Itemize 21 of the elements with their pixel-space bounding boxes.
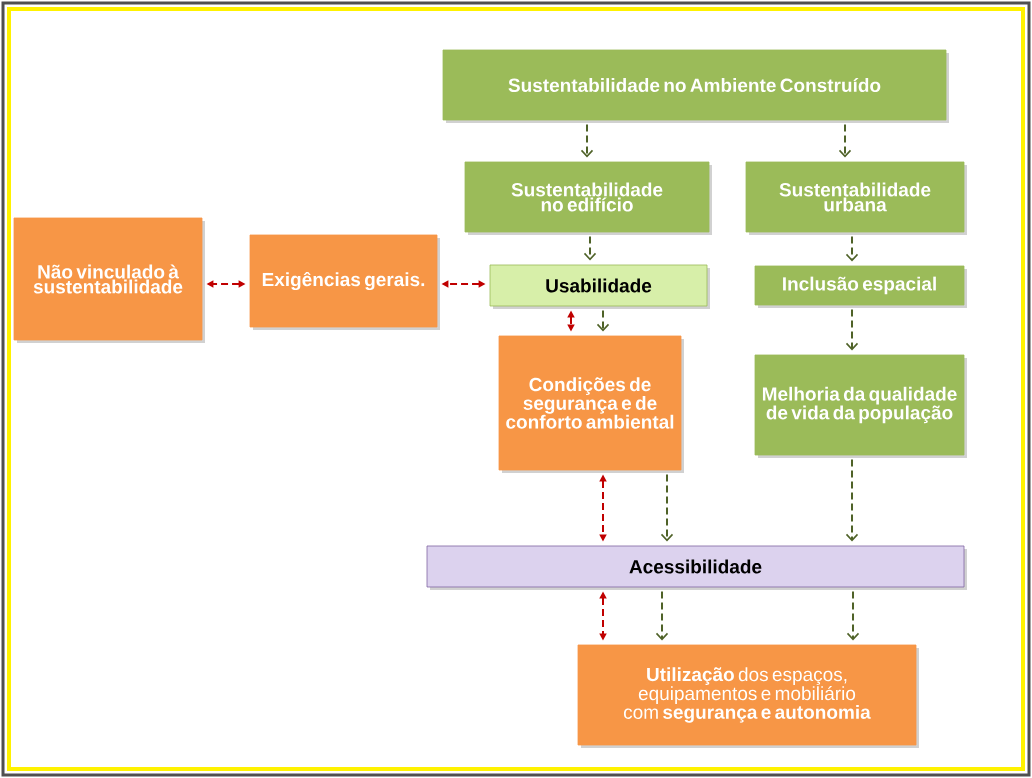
arrow [596,309,610,332]
process-box: Sustentabilidade no Ambiente Construído [442,49,949,123]
arrow [845,235,859,262]
arrow [583,235,597,261]
arrow [845,458,859,542]
process-box: Utilização dos espaços, equipamentos e mobiliário com segurança e autonomia [577,644,919,748]
process-box: Sustentabilidade no edifício [464,161,712,235]
arrow [580,123,594,158]
arrow [846,590,860,641]
process-box: Usabilidade [489,264,710,309]
arrow [838,123,852,158]
process-box: Melhoria da qualidade de vida da população [754,354,967,458]
arrow [845,308,859,351]
process-box: Acessibilidade [426,545,967,590]
process-box: Exigências gerais. [249,234,440,330]
process-box: Sustentabilidade urbana [745,161,967,235]
process-box: Não vinculado à sustentabilidade [13,217,205,343]
arrow [655,590,669,641]
arrow [660,473,674,542]
process-box: Condições de segurança e de conforto ambiental [498,335,684,473]
process-box: Inclusão espacial [754,265,967,308]
